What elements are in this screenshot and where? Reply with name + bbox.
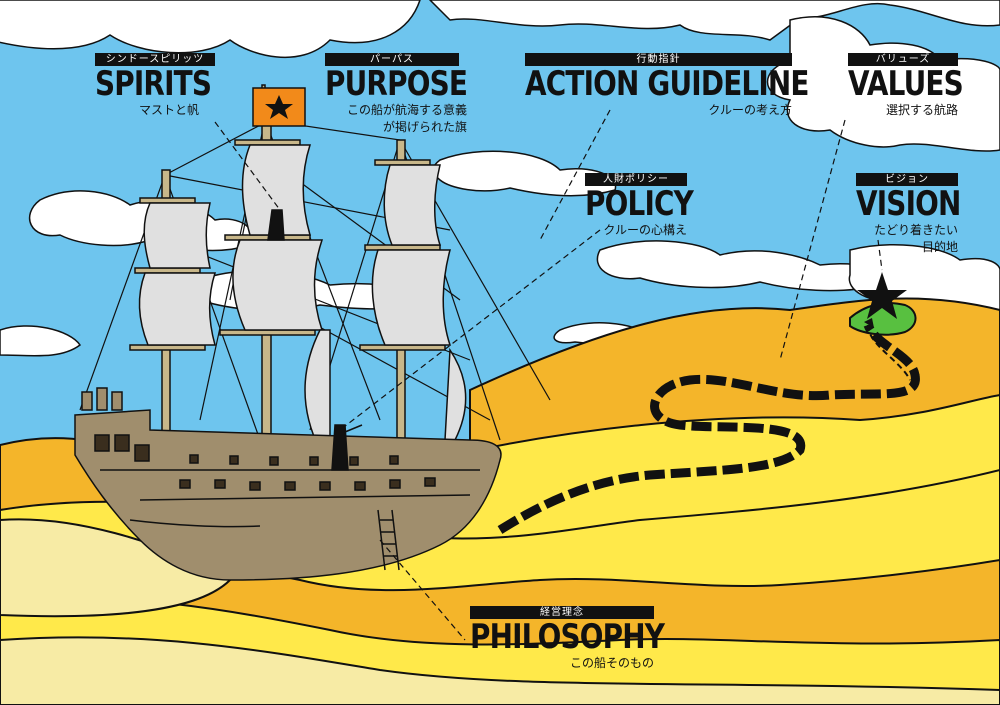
action-guideline-title: ACTION GUIDELINE [525, 64, 809, 104]
action-guideline-subtitle: クルーの考え方 [708, 103, 792, 117]
policy-label: 人財ポリシー POLICY クルーの心構え [585, 167, 717, 239]
stern-lanterns [81, 387, 123, 411]
callout-lines [214, 109, 883, 641]
hull-windows [94, 434, 436, 491]
values-title: VALUES [848, 64, 964, 104]
philosophy-label: 経営理念 PHILOSOPHY この船そのもの [470, 600, 707, 672]
philosophy-kicker: 経営理念 [470, 606, 654, 619]
vision-subtitle: たどり着きたい 目的地 [873, 223, 958, 254]
policy-title: POLICY [585, 184, 694, 224]
sails [138, 144, 467, 451]
hills [0, 297, 1000, 705]
voyage-route [497, 318, 920, 534]
star-flag-icon [252, 84, 306, 127]
purpose-label: パーパス PURPOSE この船が航海する意義 が掲げられた旗 [325, 47, 498, 136]
vision-kicker: ビジョン [856, 173, 958, 186]
values-label: バリューズ VALUES 選択する航路 [848, 47, 988, 119]
ship [74, 84, 551, 581]
action-guideline-label: 行動指針 ACTION GUIDELINE クルーの考え方 [525, 47, 871, 119]
spirits-title: SPIRITS [95, 64, 212, 104]
philosophy-title: PHILOSOPHY [470, 617, 665, 657]
ladder [377, 509, 400, 571]
action-guideline-kicker: 行動指針 [525, 53, 792, 66]
philosophy-subtitle: この船そのもの [569, 656, 654, 670]
star-icon [857, 272, 907, 319]
policy-kicker: 人財ポリシー [585, 173, 687, 186]
policy-subtitle: クルーの心構え [603, 223, 687, 237]
spirits-subtitle: マストと帆 [139, 103, 200, 117]
values-subtitle: 選択する航路 [885, 103, 958, 117]
captain-figure [331, 424, 363, 471]
purpose-subtitle: この船が航海する意義 が掲げられた旗 [346, 103, 467, 134]
lookout-figure [267, 209, 285, 241]
purpose-kicker: パーパス [325, 53, 459, 66]
vision-title: VISION [856, 184, 961, 224]
values-kicker: バリューズ [848, 53, 958, 66]
vision-label: ビジョン VISION たどり着きたい 目的地 [856, 167, 983, 256]
spirits-kicker: シンドースピリッツ [95, 53, 215, 66]
purpose-title: PURPOSE [325, 64, 468, 104]
spirits-label: シンドースピリッツ SPIRITS マストと帆 [95, 47, 237, 119]
